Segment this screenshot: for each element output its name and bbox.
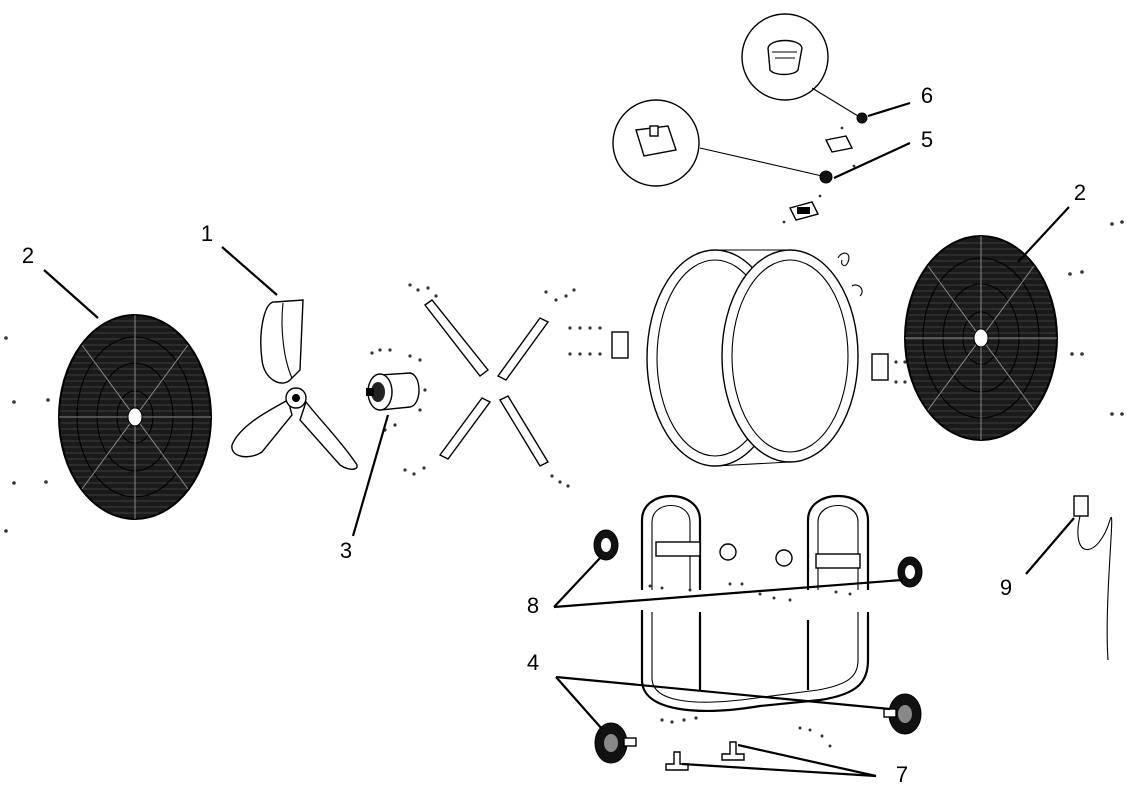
- callout-wheel-small: 8: [527, 593, 539, 618]
- stand-frame: [640, 494, 870, 724]
- cross-bracket: [403, 283, 576, 488]
- leader-lines: [43, 101, 1075, 778]
- motor: [366, 348, 427, 432]
- callout-blade: 1: [201, 221, 213, 246]
- callout-wheel-large: 4: [527, 650, 539, 675]
- callout-cord: 9: [1000, 575, 1012, 600]
- feet: [665, 726, 832, 771]
- callout-guard-right: 2: [1074, 180, 1086, 205]
- callout-guard-left: 2: [22, 243, 34, 268]
- callout-knob: 6: [921, 83, 933, 108]
- fan-drum: [568, 249, 907, 467]
- callout-switch: 5: [921, 127, 933, 152]
- callout-labels: 2 1 3 5 6 2 8 4 7 9: [22, 83, 1086, 787]
- callout-motor: 3: [340, 538, 352, 563]
- switch-and-knob-details: [612, 13, 868, 224]
- power-cord: [1073, 495, 1113, 661]
- callout-foot: 7: [896, 762, 908, 787]
- right-fan-guard: [904, 220, 1124, 441]
- small-wheels: [593, 529, 923, 588]
- left-fan-guard: [4, 314, 212, 533]
- fan-blade: [231, 299, 358, 470]
- large-wheels: [594, 693, 922, 764]
